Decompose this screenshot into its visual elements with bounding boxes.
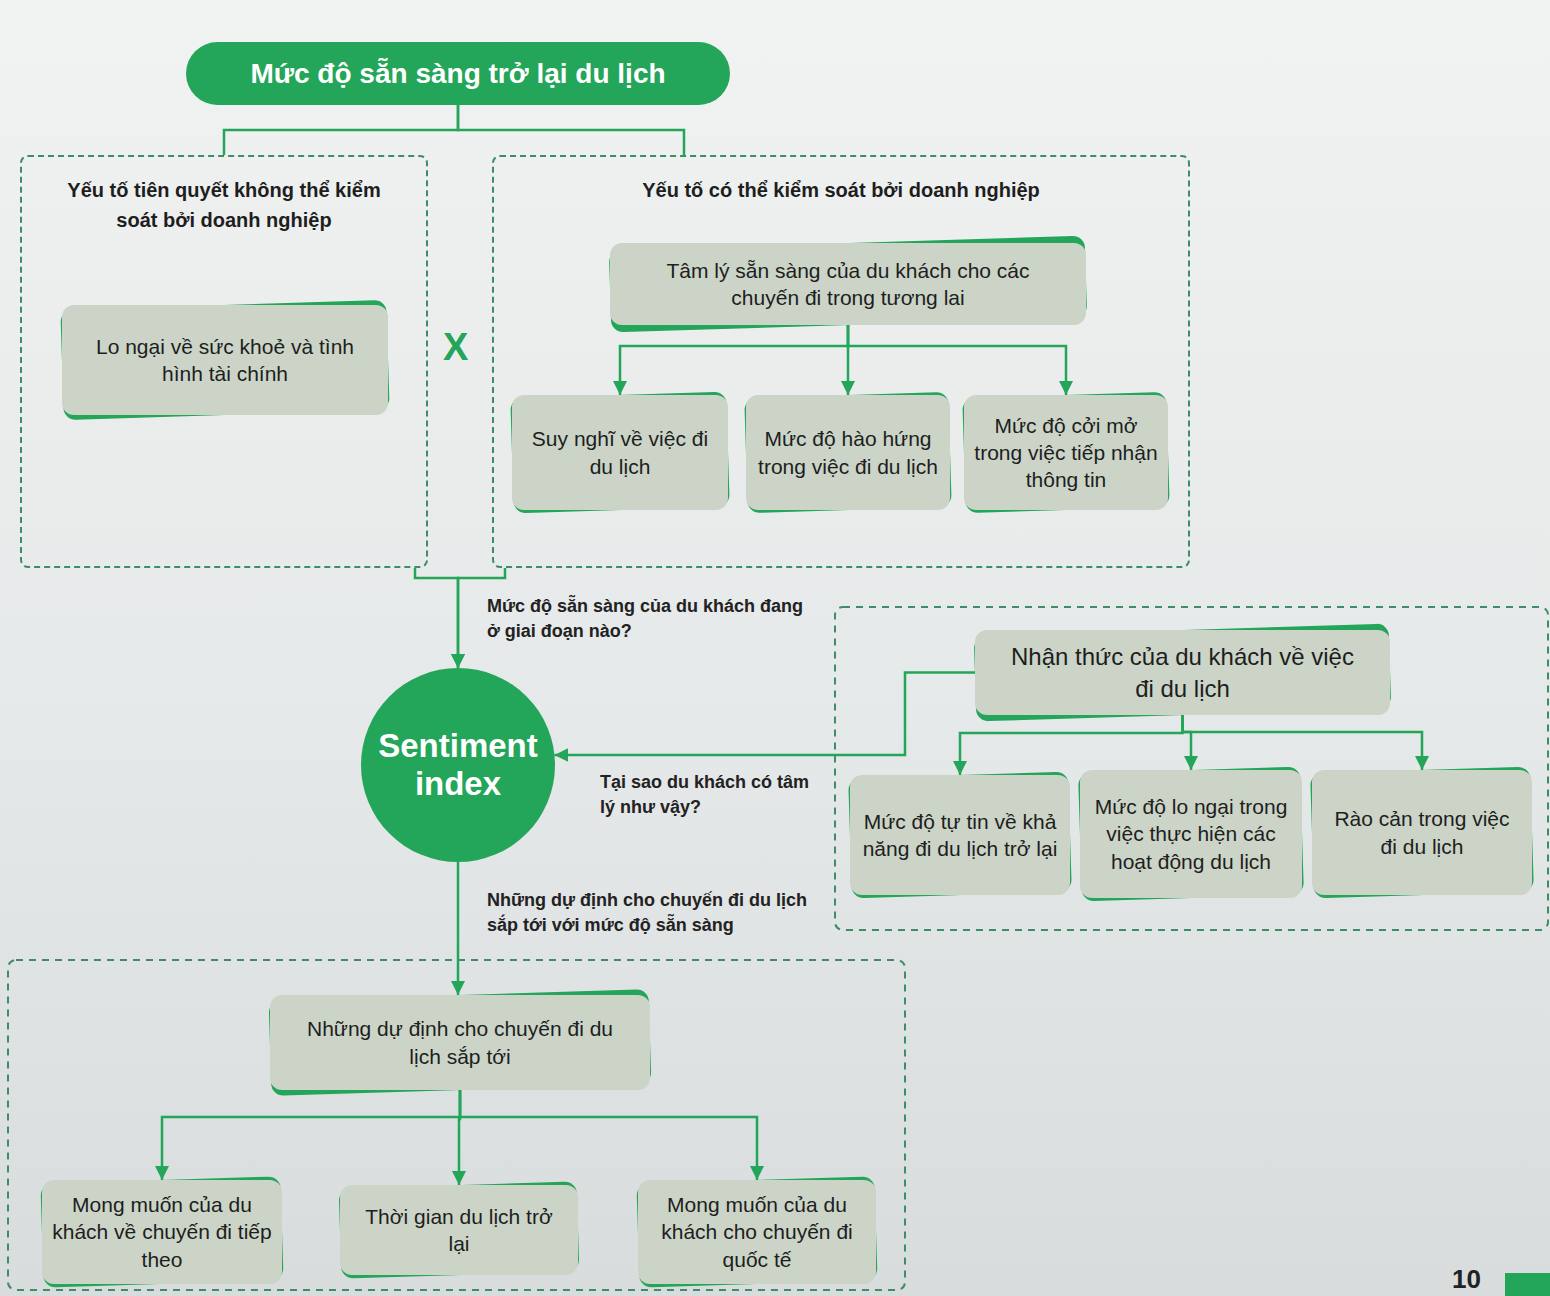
connector-arrow	[224, 105, 458, 155]
factor-box: Mong muốn của du khách cho chuyến đi quố…	[638, 1180, 876, 1284]
node-text: Mức độ hào hứng trong việc đi du lịch	[756, 425, 940, 480]
connector-arrow	[1183, 715, 1423, 770]
region-heading: Yếu tố có thể kiểm soát bởi doanh nghiệp	[494, 175, 1188, 205]
node-text: Mức độ lo ngại trong việc thực hiện các …	[1090, 793, 1292, 875]
node-text: Những dự định cho chuyến đi du lịch sắp …	[300, 1015, 620, 1070]
multiply-sign: X	[443, 326, 468, 369]
node-text: Mong muốn của du khách về chuyến đi tiếp…	[52, 1191, 272, 1273]
region-panel: Yếu tố có thể kiểm soát bởi doanh nghiệp…	[492, 155, 1190, 568]
connector-arrow	[848, 325, 1066, 395]
factor-box: Lo ngại về sức khoẻ và tình hình tài chí…	[62, 305, 388, 415]
node-text: Tâm lý sẵn sàng của du khách cho các chu…	[643, 257, 1053, 312]
region-panel: Yếu tố tiên quyết không thể kiểm soát bở…	[20, 155, 428, 568]
connector-arrow	[458, 105, 684, 155]
connector-arrow	[554, 673, 975, 756]
connector-arrow	[460, 1090, 757, 1180]
connector-arrow	[960, 715, 1183, 775]
connector-arrow	[620, 325, 848, 395]
factor-box: Mức độ cởi mở trong việc tiếp nhận thông…	[964, 395, 1168, 510]
index-circle: Sentiment index	[361, 668, 555, 862]
connector-arrow	[162, 1090, 460, 1180]
factor-box: Tâm lý sẵn sàng của du khách cho các chu…	[610, 243, 1086, 325]
factor-box: Những dự định cho chuyến đi du lịch sắp …	[270, 995, 650, 1090]
connector-arrow	[415, 568, 458, 668]
node-text: Sentiment index	[370, 727, 546, 803]
connector-arrow	[458, 568, 505, 668]
node-text: Mức độ sẵn sàng trở lại du lịch	[250, 58, 665, 90]
connector-arrow	[1183, 715, 1192, 770]
factor-box: Suy nghĩ về việc đi du lịch	[512, 395, 728, 510]
page-tab	[1505, 1273, 1550, 1296]
node-text: Mức độ tự tin về khả năng đi du lịch trở…	[860, 808, 1060, 863]
edge-label: Tại sao du khách có tâm lý như vậy?	[600, 770, 810, 820]
node-text: Mong muốn của du khách cho chuyến đi quố…	[648, 1191, 866, 1273]
node-text: Suy nghĩ về việc đi du lịch	[522, 425, 718, 480]
node-text: Thời gian du lịch trở lại	[364, 1203, 554, 1258]
connector-arrow	[457, 862, 460, 995]
node-text: Nhận thức của du khách về việc đi du lịc…	[1003, 641, 1363, 703]
group-region	[8, 960, 905, 1290]
factor-box: Mức độ hào hứng trong việc đi du lịch	[746, 395, 950, 510]
group-region	[835, 607, 1548, 930]
node-text: Rào cản trong việc đi du lịch	[1332, 805, 1512, 860]
factor-box: Mong muốn của du khách về chuyến đi tiếp…	[42, 1180, 282, 1284]
factor-box: Mức độ tự tin về khả năng đi du lịch trở…	[850, 775, 1070, 895]
goal-pill: Mức độ sẵn sàng trở lại du lịch	[186, 42, 730, 105]
node-text: Lo ngại về sức khoẻ và tình hình tài chí…	[85, 333, 365, 388]
edge-label: Những dự định cho chuyến đi du lịch sắp …	[487, 888, 812, 938]
factor-box: Nhận thức của du khách về việc đi du lịc…	[975, 630, 1390, 715]
factor-box: Mức độ lo ngại trong việc thực hiện các …	[1080, 770, 1302, 898]
factor-box: Rào cản trong việc đi du lịch	[1312, 770, 1532, 895]
page-number: 10	[1452, 1264, 1481, 1295]
factor-box: Thời gian du lịch trở lại	[340, 1185, 578, 1275]
edge-label: Mức độ sẵn sàng của du khách đang ở giai…	[487, 594, 807, 644]
region-heading: Yếu tố tiên quyết không thể kiểm soát bở…	[59, 175, 389, 235]
node-text: Mức độ cởi mở trong việc tiếp nhận thông…	[974, 412, 1158, 494]
